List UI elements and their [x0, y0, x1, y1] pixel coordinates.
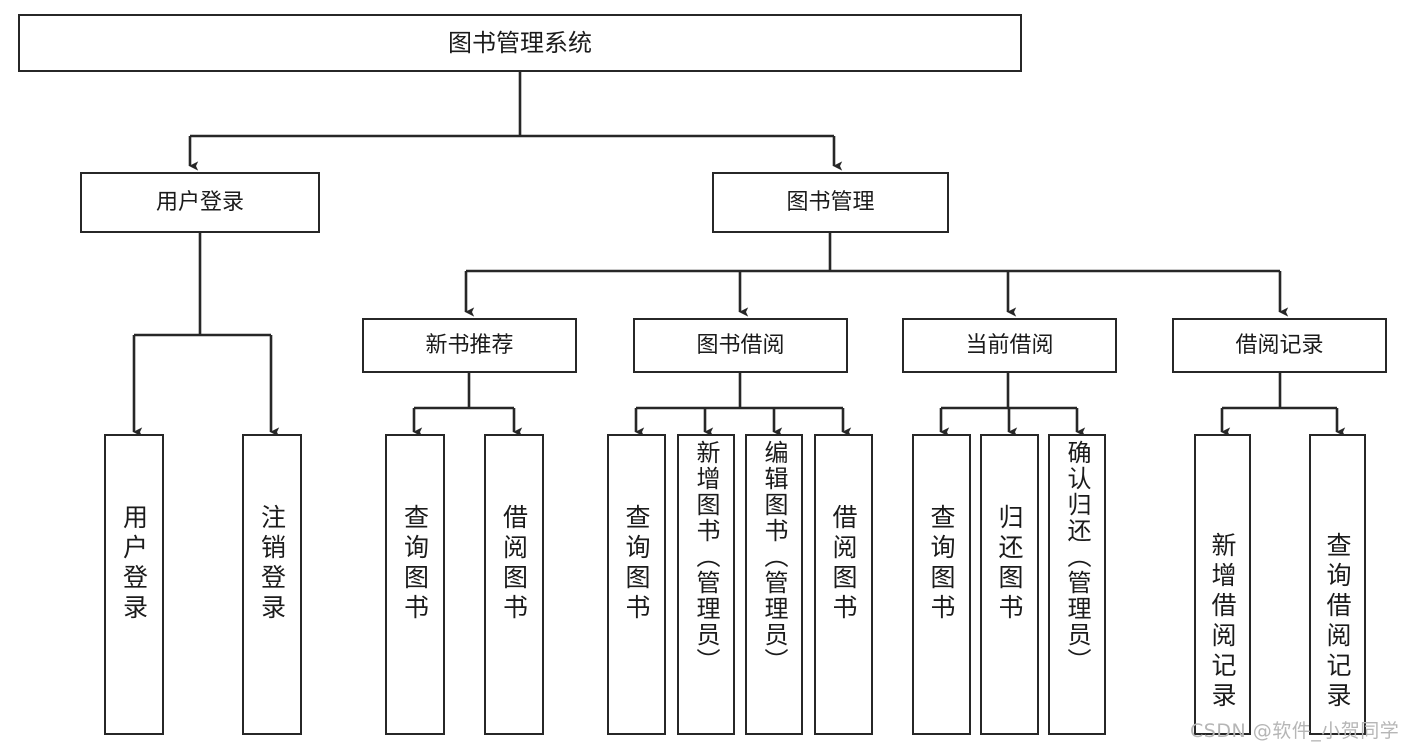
node-leaf-book-borrow-add-label: 新增图书（管理员） — [692, 440, 720, 674]
node-leaf-new-book-borrow-label: 借阅图书 — [499, 504, 529, 624]
node-leaf-borrow-record-add-label: 新增借阅记录 — [1208, 532, 1237, 712]
node-leaf-borrow-record-add[interactable]: 新增借阅记录 — [1194, 434, 1251, 735]
node-leaf-current-borrow-return[interactable]: 归还图书 — [980, 434, 1039, 735]
node-leaf-book-borrow-borrow[interactable]: 借阅图书 — [814, 434, 873, 735]
node-borrow-record-label: 借阅记录 — [1235, 332, 1324, 358]
node-current-borrow[interactable]: 当前借阅 — [902, 318, 1117, 373]
node-leaf-book-borrow-edit-label: 编辑图书（管理员） — [760, 440, 788, 674]
node-current-borrow-label: 当前借阅 — [965, 332, 1054, 358]
node-leaf-user-login-login[interactable]: 用户登录 — [104, 434, 164, 735]
node-leaf-book-borrow-borrow-label: 借阅图书 — [829, 504, 858, 624]
node-book-borrow-label: 图书借阅 — [696, 332, 785, 358]
node-leaf-user-login-logout-label: 注销登录 — [257, 504, 287, 624]
node-leaf-new-book-borrow[interactable]: 借阅图书 — [484, 434, 544, 735]
node-leaf-current-borrow-return-label: 归还图书 — [995, 504, 1024, 624]
node-leaf-borrow-record-query[interactable]: 查询借阅记录 — [1309, 434, 1366, 735]
node-leaf-book-borrow-edit[interactable]: 编辑图书（管理员） — [745, 434, 803, 735]
node-leaf-borrow-record-query-label: 查询借阅记录 — [1323, 532, 1352, 712]
node-borrow-record[interactable]: 借阅记录 — [1172, 318, 1387, 373]
node-leaf-current-borrow-query-label: 查询图书 — [927, 504, 956, 624]
node-root-system-label: 图书管理系统 — [448, 28, 592, 57]
node-leaf-current-borrow-query[interactable]: 查询图书 — [912, 434, 971, 735]
node-user-login[interactable]: 用户登录 — [80, 172, 320, 233]
node-leaf-user-login-login-label: 用户登录 — [119, 504, 149, 624]
node-leaf-user-login-logout[interactable]: 注销登录 — [242, 434, 302, 735]
node-new-book-recommend-label: 新书推荐 — [425, 332, 514, 358]
csdn-watermark: CSDN @软件_小贺同学 — [1190, 720, 1400, 742]
node-leaf-book-borrow-query[interactable]: 查询图书 — [607, 434, 666, 735]
node-leaf-current-borrow-confirm-label: 确认归还（管理员） — [1063, 440, 1091, 674]
node-book-manage-label: 图书管理 — [786, 189, 875, 215]
node-leaf-new-book-query[interactable]: 查询图书 — [385, 434, 445, 735]
node-book-manage[interactable]: 图书管理 — [712, 172, 949, 233]
node-book-borrow[interactable]: 图书借阅 — [633, 318, 848, 373]
node-leaf-current-borrow-confirm[interactable]: 确认归还（管理员） — [1048, 434, 1106, 735]
node-leaf-book-borrow-add[interactable]: 新增图书（管理员） — [677, 434, 735, 735]
node-root-system[interactable]: 图书管理系统 — [18, 14, 1022, 72]
node-leaf-new-book-query-label: 查询图书 — [400, 504, 430, 624]
node-user-login-label: 用户登录 — [155, 189, 244, 215]
node-leaf-book-borrow-query-label: 查询图书 — [622, 504, 651, 624]
node-new-book-recommend[interactable]: 新书推荐 — [362, 318, 577, 373]
